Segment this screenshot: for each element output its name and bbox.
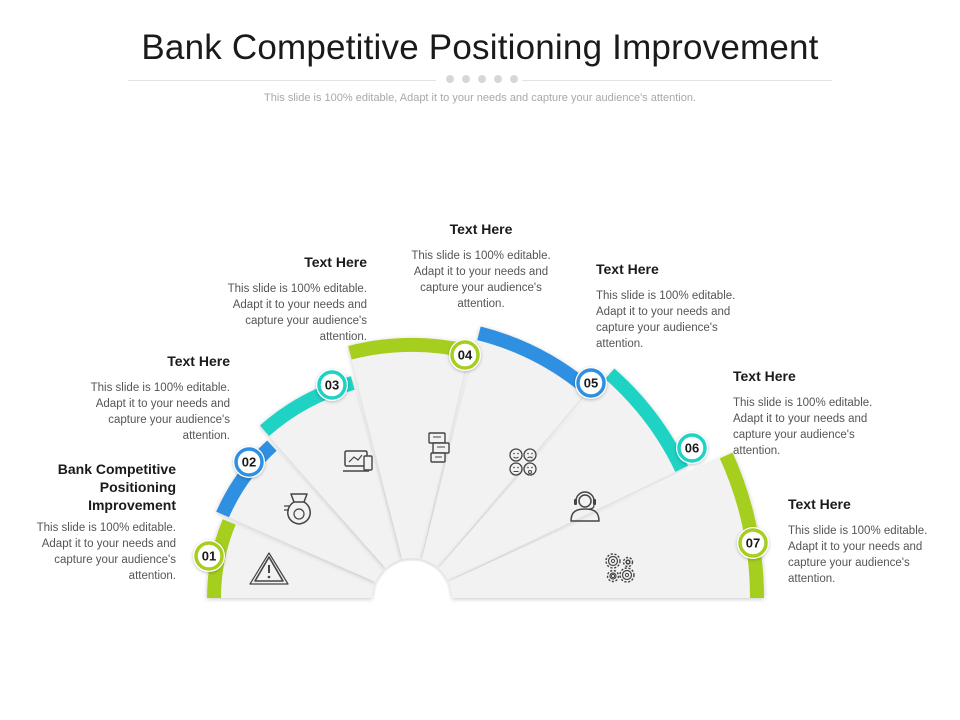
step-body-04: This slide is 100% editable. Adapt it to…	[411, 250, 551, 310]
sector-arc-02	[216, 440, 277, 518]
step-heading-03: Text Here	[304, 254, 367, 270]
sector-fill-01	[207, 519, 376, 598]
title-divider-left	[128, 80, 436, 81]
slide-title: Bank Competitive Positioning Improvement	[141, 28, 819, 67]
sector-fill-03	[259, 376, 402, 568]
step-body-02: This slide is 100% editable. Adapt it to…	[90, 382, 230, 442]
step-number-07: 07	[746, 536, 760, 551]
step-label-05: Text Here This slide is 100% editable. A…	[596, 260, 746, 352]
step-number-06: 06	[685, 441, 699, 456]
sector-arc-07	[719, 452, 764, 599]
step-label-01: Bank Competitive Positioning Improvement…	[26, 460, 176, 584]
warning-icon	[249, 552, 289, 585]
emotions-icon	[509, 448, 537, 476]
step-number-01: 01	[202, 549, 216, 564]
sector-arc-06	[605, 368, 688, 472]
step-heading-06: Text Here	[733, 368, 796, 384]
title-divider-right	[522, 80, 832, 81]
step-badges: 01 02 03 04 05 06 07	[193, 339, 769, 572]
slide-subtitle: This slide is 100% editable, Adapt it to…	[264, 92, 696, 104]
step-heading-05: Text Here	[596, 261, 659, 277]
step-label-07: Text Here This slide is 100% editable. A…	[788, 495, 938, 587]
step-badge-04: 04	[449, 339, 481, 371]
step-badge-03: 03	[316, 369, 348, 401]
step-badge-05: 05	[575, 367, 607, 399]
step-badge-06: 06	[676, 432, 708, 464]
sector-fill-05	[421, 326, 593, 568]
diagram-icons	[249, 432, 635, 585]
diagram-sectors	[207, 326, 764, 599]
step-body-05: This slide is 100% editable. Adapt it to…	[596, 290, 736, 350]
money-bag-icon	[284, 493, 311, 525]
step-label-06: Text Here This slide is 100% editable. A…	[733, 367, 883, 459]
sector-06	[438, 368, 688, 581]
step-body-07: This slide is 100% editable. Adapt it to…	[788, 525, 928, 585]
step-badge-07: 07	[737, 527, 769, 559]
step-heading-02: Text Here	[167, 353, 230, 369]
step-number-02: 02	[242, 455, 256, 470]
title-divider-dots	[441, 75, 521, 85]
step-number-05: 05	[584, 376, 598, 391]
step-body-03: This slide is 100% editable. Adapt it to…	[227, 283, 367, 343]
step-heading-07: Text Here	[788, 496, 851, 512]
sector-fill-04	[348, 338, 471, 560]
step-label-03: Text Here This slide is 100% editable. A…	[217, 253, 367, 345]
support-agent-icon	[570, 491, 600, 522]
sector-fill-07	[448, 452, 764, 598]
step-number-03: 03	[325, 378, 339, 393]
gears-icon	[605, 553, 635, 583]
center-hub	[375, 561, 449, 635]
step-badge-01: 01	[193, 540, 225, 572]
sector-07	[448, 452, 764, 599]
step-body-01: This slide is 100% editable. Adapt it to…	[36, 522, 176, 582]
sector-fill-02	[216, 440, 385, 582]
step-heading-04: Text Here	[449, 221, 513, 237]
step-label-02: Text Here This slide is 100% editable. A…	[80, 352, 230, 444]
devices-icon	[343, 450, 373, 472]
sector-02	[216, 440, 385, 582]
step-label-04: Text Here This slide is 100% editable. A…	[406, 220, 556, 312]
document-stack-icon	[428, 432, 450, 463]
sector-fill-06	[438, 368, 688, 581]
step-number-04: 04	[458, 348, 473, 363]
step-body-06: This slide is 100% editable. Adapt it to…	[733, 397, 873, 457]
step-heading-01: Bank Competitive Positioning Improvement	[57, 461, 176, 513]
step-badge-02: 02	[233, 446, 265, 478]
